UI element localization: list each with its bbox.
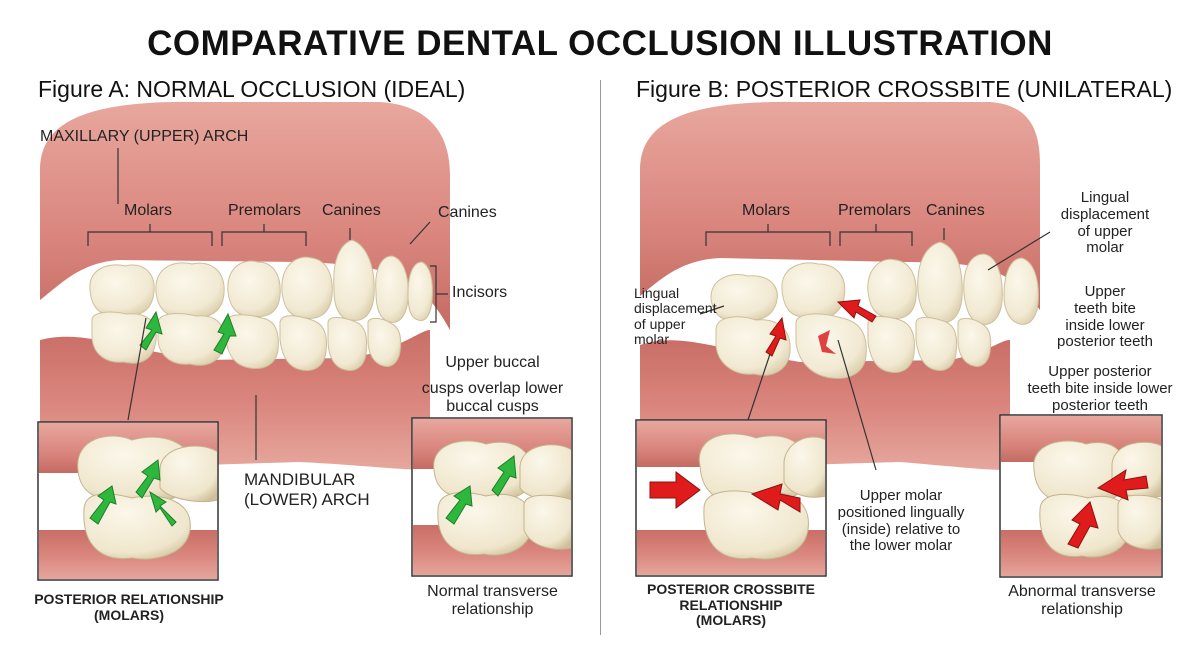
lingual-right-line-3: of upper: [1077, 222, 1133, 240]
buccal-line-3: buccal cusps: [446, 397, 539, 415]
premolars-label-a: Premolars: [228, 202, 301, 219]
premolars-label-b: Premolars: [838, 202, 911, 219]
lingual-right-line-2: displacement: [1060, 205, 1150, 223]
upper-post-line-3: posterior teeth: [1052, 396, 1148, 414]
lingual-left-line-4: molar: [634, 331, 670, 348]
posterior-relationship-caption: POSTERIOR RELATIONSHIP (MOLARS): [20, 591, 238, 623]
abnormal-line-2: relationship: [1041, 600, 1123, 618]
lower-teeth-b: [715, 313, 992, 379]
upper-gum-a: [40, 101, 450, 330]
red-arrow-b1: [765, 316, 787, 357]
figure-divider: [600, 80, 601, 635]
inset-transverse-a: [411, 417, 573, 577]
incisors-label: Incisors: [452, 284, 508, 301]
lingual-displacement-right: Lingual displacement of upper molar: [1040, 189, 1170, 257]
buccal-line-1: Upper buccal: [445, 354, 540, 371]
inset-abnormal-b: [999, 414, 1163, 578]
molar-position-label: Upper molar positioned lingually (inside…: [826, 487, 976, 555]
buccal-overlap-label: Upper buccal cusps overlap lower buccal …: [405, 354, 580, 416]
molar-pos-line-2: positioned lingually: [837, 503, 965, 521]
upper-post-line-2: teeth bite inside lower: [1027, 379, 1173, 397]
upper-bite-line-2: teeth bite: [1074, 299, 1136, 317]
inset-crossbite-b: [635, 419, 827, 577]
normal-transverse-caption: Normal transverse relationship: [400, 583, 585, 619]
posterior-line-1: POSTERIOR RELATIONSHIP: [34, 591, 224, 607]
upper-bite-line-1: Upper: [1084, 283, 1126, 300]
lingual-right-line-4: molar: [1086, 239, 1124, 257]
upper-bite-line-3: inside lower: [1065, 316, 1145, 334]
red-arrow-b2: [836, 299, 877, 323]
crossbite-relationship-caption: POSTERIOR CROSSBITE RELATIONSHIP (MOLARS…: [620, 581, 842, 629]
posterior-line-2: (MOLARS): [94, 606, 164, 623]
maxillary-label: MAXILLARY (UPPER) ARCH: [40, 128, 249, 145]
upper-posterior-label: Upper posterior teeth bite inside lower …: [1010, 363, 1190, 414]
transverse-line-2: relationship: [451, 600, 534, 618]
green-arrow-a2: [213, 312, 237, 355]
upper-teeth-bite-label: Upper teeth bite inside lower posterior …: [1040, 283, 1170, 351]
figure-b-title: Figure B: POSTERIOR CROSSBITE (UNILATERA…: [636, 76, 1173, 102]
molars-label-a: Molars: [124, 202, 173, 219]
crossbite-line-2: RELATIONSHIP: [679, 596, 783, 613]
molars-label-b: Molars: [742, 202, 791, 219]
lingual-right-line-1: Lingual: [1080, 189, 1130, 206]
transverse-line-1: Normal transverse: [427, 583, 558, 600]
inset-posterior-a: [37, 421, 219, 581]
mandibular-line-2: (LOWER) ARCH: [244, 490, 370, 510]
abnormal-line-1: Abnormal transverse: [1008, 583, 1156, 600]
upper-bite-line-4: posterior teeth: [1057, 333, 1153, 351]
crossbite-line-1: POSTERIOR CROSSBITE: [646, 581, 816, 597]
molar-pos-line-1: Upper molar: [859, 487, 943, 504]
mandibular-line-1: MANDIBULAR: [244, 470, 356, 489]
brackets-b: [699, 224, 1051, 471]
canines-label-a: Canines: [322, 202, 381, 219]
lingual-displacement-left: Lingual displacement of upper molar: [634, 285, 717, 348]
figure-a-jaw: [37, 101, 573, 581]
green-arrow-a1: [139, 310, 163, 351]
abnormal-transverse-caption: Abnormal transverse relationship: [990, 583, 1174, 619]
canines-label-b: Canines: [926, 202, 985, 219]
main-title: COMPARATIVE DENTAL OCCLUSION ILLUSTRATIO…: [147, 24, 1053, 63]
figure-b-jaw: [635, 101, 1163, 578]
buccal-line-2: cusps overlap lower: [421, 379, 564, 397]
lingual-left-line-2: displacement: [634, 300, 717, 317]
lingual-left-line-3: of upper: [634, 315, 686, 332]
mandibular-label: MANDIBULAR (LOWER) ARCH: [244, 470, 370, 511]
molar-pos-line-3: (inside) relative to: [841, 520, 961, 538]
brackets-a: [87, 148, 448, 460]
upper-post-line-1: Upper posterior: [1048, 363, 1152, 380]
crossbite-line-3: (MOLARS): [696, 612, 766, 629]
figure-a-title: Figure A: NORMAL OCCLUSION (IDEAL): [38, 76, 466, 102]
lingual-left-line-1: Lingual: [634, 285, 680, 301]
canines-side-label-a: Canines: [438, 204, 497, 221]
molar-pos-line-4: the lower molar: [849, 537, 953, 555]
upper-teeth-b: [710, 241, 1039, 325]
